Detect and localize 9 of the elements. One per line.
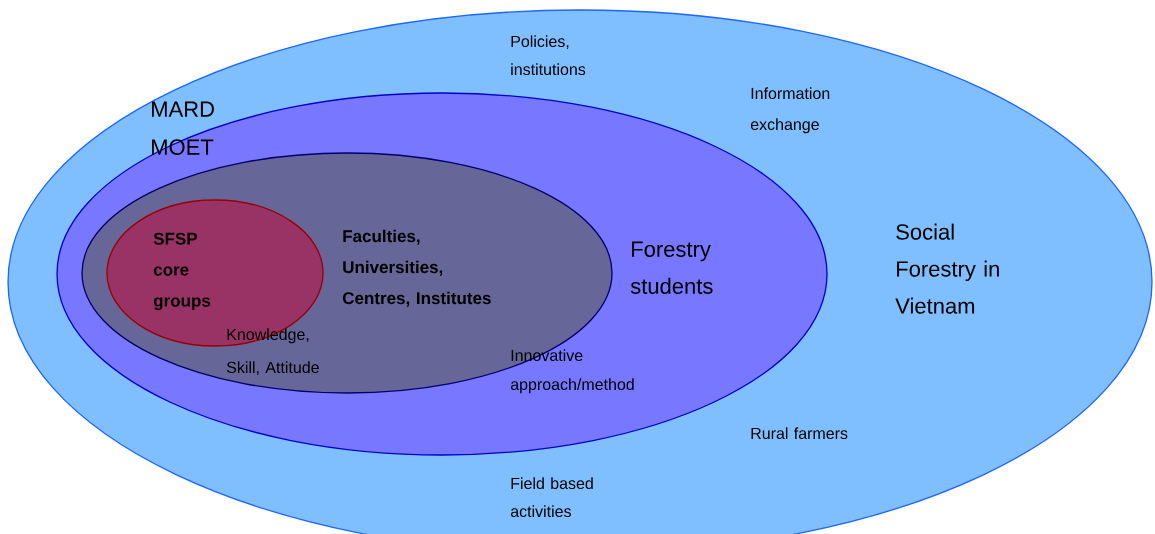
ellipse-label: SFSP core groups <box>153 232 211 311</box>
annotation-text: MARD MOET <box>152 101 214 155</box>
ellipse-label: Faculties, Universities, Centres, Institutes <box>342 229 491 307</box>
annotation-text: Rural farmers <box>751 427 848 440</box>
ellipse-label: Forestry students <box>630 241 713 294</box>
annotation-text: Field based activities <box>510 477 593 518</box>
ellipse-label: Social Forestry in Vietnam <box>895 223 999 314</box>
annotation-text: Information exchange <box>750 87 830 134</box>
annotation-text: Policies, institutions <box>511 35 586 76</box>
